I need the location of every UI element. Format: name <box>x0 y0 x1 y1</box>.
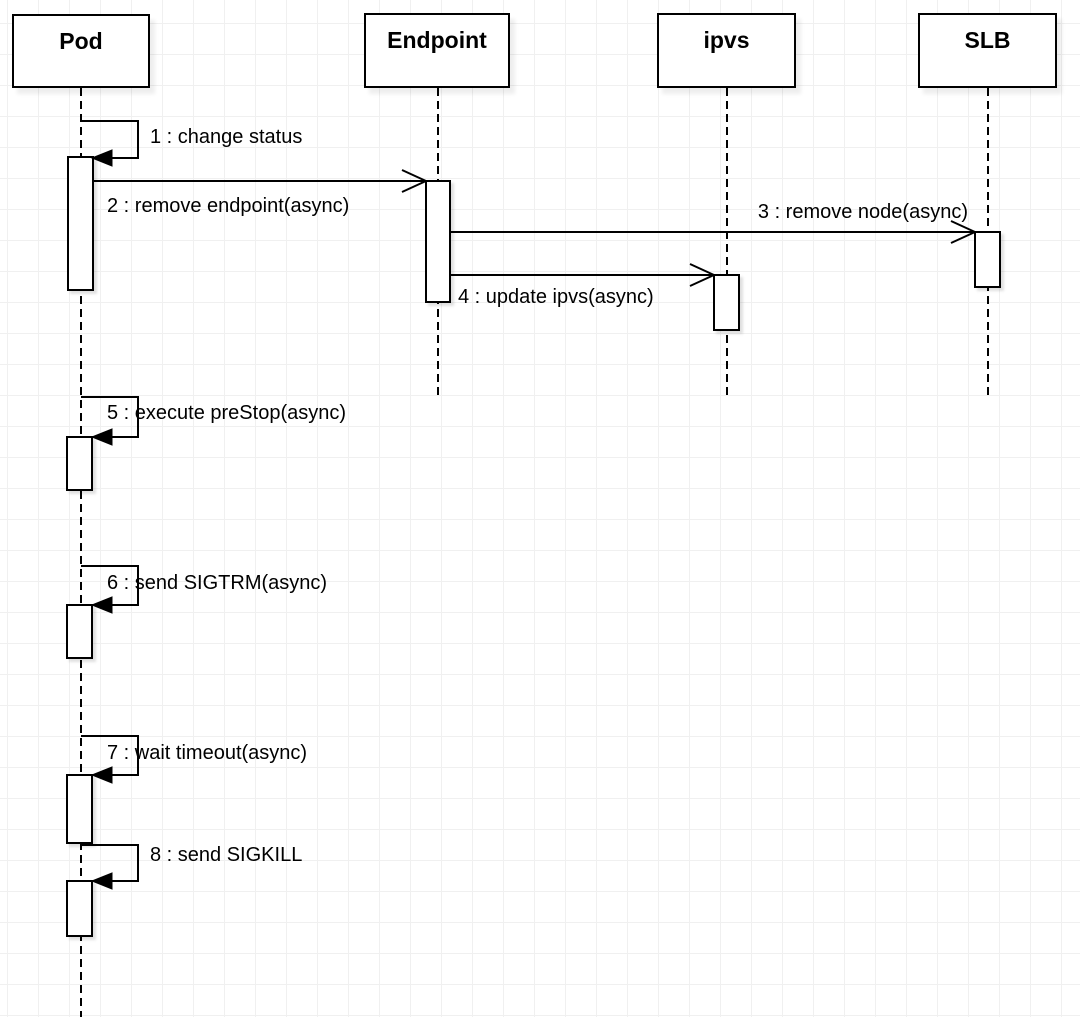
sync-arrowhead-1 <box>90 149 113 167</box>
activation-bar-endpoint <box>425 180 451 303</box>
actor-label-endpoint: Endpoint <box>387 27 487 53</box>
actor-box-pod: Pod <box>12 14 150 88</box>
message-label-8: 8 : send SIGKILL <box>150 844 303 866</box>
message-arrow-6-send-sigtrm <box>81 565 139 614</box>
activation-bar-pod-1 <box>67 156 94 291</box>
sync-arrowhead-8 <box>90 872 113 890</box>
message-label-4: 4 : update ipvs(async) <box>458 286 654 308</box>
activation-bar-pod-7 <box>66 774 93 844</box>
activation-bar-slb <box>974 231 1001 288</box>
message-arrow-3-remove-node <box>450 220 976 244</box>
actor-label-slb: SLB <box>964 27 1011 53</box>
message-label-1: 1 : change status <box>150 126 303 148</box>
sync-arrowhead-6 <box>90 596 113 614</box>
message-arrow-8-send-sigkill <box>81 844 139 890</box>
message-label-2: 2 : remove endpoint(async) <box>107 195 350 217</box>
sync-arrowhead-7 <box>90 766 113 784</box>
message-arrow-2-remove-endpoint <box>93 169 427 193</box>
message-label-7: 7 : wait timeout(async) <box>107 742 308 764</box>
sync-arrowhead-5 <box>90 428 113 446</box>
message-label-5: 5 : execute preStop(async) <box>107 402 347 424</box>
message-arrow-1-change-status <box>81 120 139 167</box>
activation-bar-pod-6 <box>66 604 93 659</box>
actor-box-slb: SLB <box>918 13 1057 88</box>
message-label-3: 3 : remove node(async) <box>757 201 968 223</box>
message-arrow-5-execute-prestop <box>81 396 139 446</box>
async-arrowhead-2 <box>401 169 427 193</box>
activation-bar-pod-5 <box>66 436 93 491</box>
actor-label-pod: Pod <box>59 28 103 54</box>
activation-bar-ipvs <box>713 274 740 331</box>
activation-bar-pod-8 <box>66 880 93 937</box>
async-arrowhead-4 <box>689 263 715 287</box>
actor-box-endpoint: Endpoint <box>364 13 510 88</box>
message-arrow-4-update-ipvs <box>450 263 715 287</box>
message-arrow-7-wait-timeout <box>81 735 139 784</box>
async-arrowhead-3 <box>950 220 976 244</box>
actor-label-ipvs: ipvs <box>703 27 750 53</box>
actor-box-ipvs: ipvs <box>657 13 796 88</box>
message-label-6: 6 : send SIGTRM(async) <box>107 572 328 594</box>
